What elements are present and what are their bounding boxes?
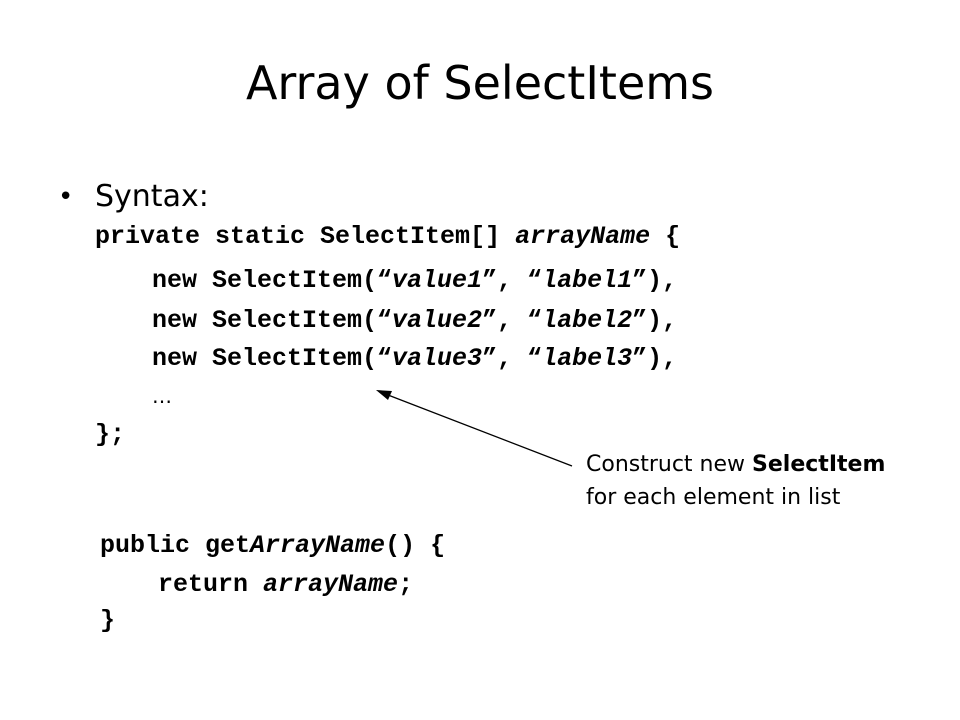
annotation-prefix: Construct new bbox=[586, 452, 753, 477]
code-value: value3 bbox=[392, 344, 483, 373]
code-method: ArrayName bbox=[250, 531, 386, 560]
code-text: ”, “ bbox=[482, 344, 543, 373]
code-variable: arrayName bbox=[515, 222, 651, 251]
code-punct: { bbox=[650, 222, 681, 251]
code-keyword: public get bbox=[100, 531, 251, 560]
code-text: new SelectItem(“ bbox=[152, 344, 393, 373]
bullet-icon: • bbox=[58, 182, 74, 212]
code-value: value1 bbox=[392, 266, 483, 295]
code-text: ”, “ bbox=[482, 266, 543, 295]
code-label: label1 bbox=[542, 266, 633, 295]
annotation-bold: SelectItem bbox=[752, 452, 886, 477]
code-variable: arrayName bbox=[263, 570, 399, 599]
code-label: label2 bbox=[542, 306, 633, 335]
code-line-item-1: new SelectItem(“value1”, “label1”), bbox=[152, 266, 677, 296]
code-close-brace: }; bbox=[95, 420, 126, 449]
code-label: label3 bbox=[542, 344, 633, 373]
code-punct: ; bbox=[398, 570, 414, 599]
code-text: ”, “ bbox=[482, 306, 543, 335]
code-keyword: return bbox=[158, 570, 264, 599]
code-line-return: return arrayName; bbox=[158, 570, 413, 600]
code-line-item-2: new SelectItem(“value2”, “label2”), bbox=[152, 306, 677, 336]
code-text: ”), bbox=[632, 306, 678, 335]
code-value: value2 bbox=[392, 306, 483, 335]
code-ellipsis: … bbox=[152, 384, 172, 408]
bullet-label: Syntax: bbox=[95, 179, 209, 214]
code-text: ”), bbox=[632, 344, 678, 373]
code-line-getter: public getArrayName() { bbox=[100, 531, 445, 561]
slide-title: Array of SelectItems bbox=[245, 56, 715, 110]
code-line-item-3: new SelectItem(“value3”, “label3”), bbox=[152, 344, 677, 374]
code-keyword: private static SelectItem[] bbox=[95, 222, 516, 251]
annotation-text: Construct new SelectItem for each elemen… bbox=[586, 448, 885, 514]
code-text: ”), bbox=[632, 266, 678, 295]
code-line-declaration: private static SelectItem[] arrayName { bbox=[95, 222, 680, 252]
code-getter-close: } bbox=[100, 606, 116, 635]
code-punct: () { bbox=[385, 531, 446, 560]
code-text: new SelectItem(“ bbox=[152, 306, 393, 335]
annotation-line-1: Construct new SelectItem bbox=[586, 448, 885, 481]
code-text: new SelectItem(“ bbox=[152, 266, 393, 295]
annotation-line-2: for each element in list bbox=[586, 485, 841, 510]
